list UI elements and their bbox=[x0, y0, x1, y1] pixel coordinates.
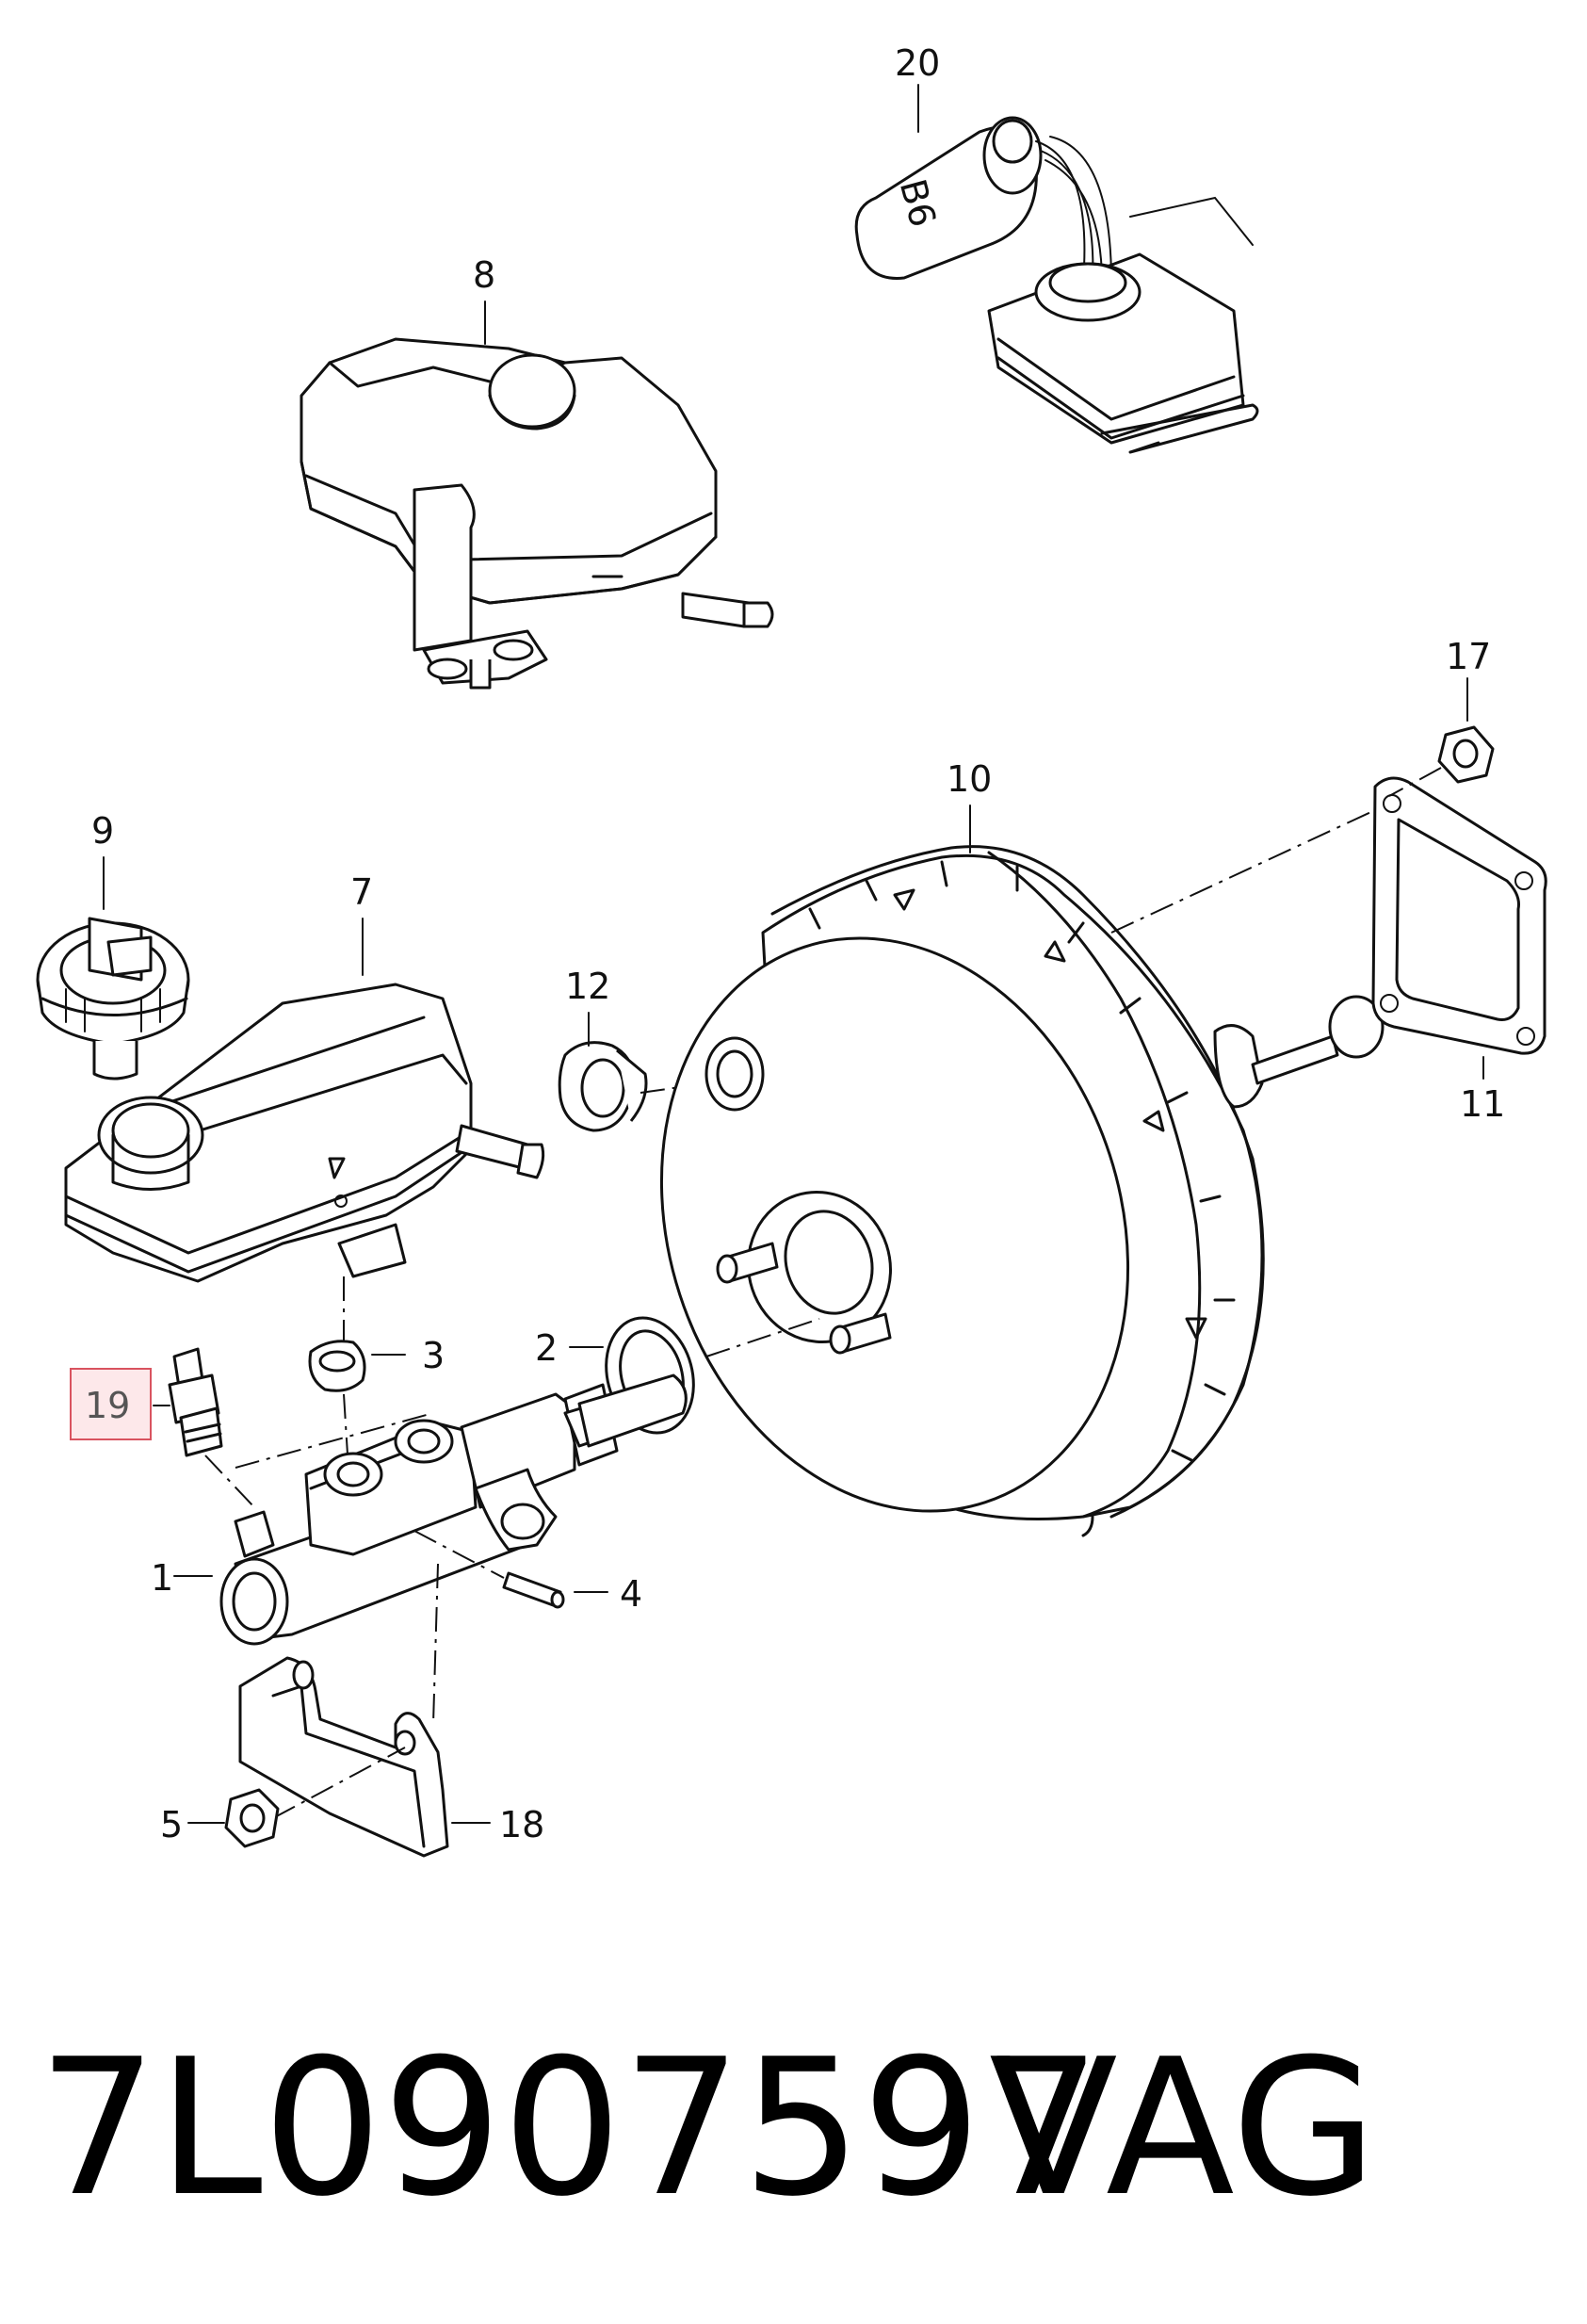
callout-3: 3 bbox=[371, 1335, 445, 1376]
callout-9-label: 9 bbox=[91, 810, 114, 852]
callout-10-label: 10 bbox=[947, 758, 992, 800]
callout-20: 20 bbox=[895, 42, 940, 133]
part-11-gasket bbox=[1110, 776, 1547, 1055]
part-3-seal bbox=[308, 1276, 366, 1471]
callout-4-label: 4 bbox=[620, 1573, 642, 1615]
callout-1: 1 bbox=[151, 1557, 213, 1599]
part-1-master-cylinder bbox=[219, 1318, 820, 1725]
part-20-sensor-connector: B6 bbox=[854, 116, 1259, 454]
footer: 7L0907597 VAG bbox=[38, 2016, 1545, 2261]
part-8-fluid-reservoir bbox=[300, 337, 774, 690]
callout-5: 5 bbox=[160, 1804, 225, 1845]
part-9-cap-with-level-sensor bbox=[36, 917, 190, 1081]
callout-7: 7 bbox=[350, 871, 373, 976]
callout-17-label: 17 bbox=[1446, 636, 1491, 677]
callout-19-label: 19 bbox=[85, 1385, 130, 1426]
part-7-brake-fluid-reservoir bbox=[64, 983, 545, 1283]
callout-3-label: 3 bbox=[422, 1335, 445, 1376]
callout-7-label: 7 bbox=[350, 871, 373, 913]
callout-20-label: 20 bbox=[895, 42, 940, 84]
callout-12-label: 12 bbox=[565, 966, 610, 1007]
callout-18: 18 bbox=[451, 1804, 544, 1845]
callout-2-label: 2 bbox=[535, 1327, 558, 1369]
callout-11-label: 11 bbox=[1460, 1083, 1505, 1125]
part-12-grommet bbox=[558, 1041, 707, 1132]
callout-5-label: 5 bbox=[160, 1804, 183, 1845]
callout-19-highlight-box bbox=[70, 1368, 152, 1440]
callout-2: 2 bbox=[535, 1327, 604, 1369]
part-18-bracket bbox=[238, 1656, 449, 1858]
callout-1-label: 1 bbox=[151, 1557, 173, 1599]
callout-10: 10 bbox=[947, 758, 992, 853]
callout-4: 4 bbox=[574, 1573, 642, 1615]
callout-8-label: 8 bbox=[473, 254, 495, 296]
callout-18-label: 18 bbox=[499, 1804, 544, 1845]
part-number: 7L0907597 bbox=[38, 2019, 1102, 2238]
callout-19-highlighted: 19 bbox=[70, 1368, 170, 1440]
part-17-nut bbox=[1388, 725, 1495, 797]
brand-name: VAG bbox=[989, 2019, 1378, 2238]
callout-8: 8 bbox=[473, 254, 495, 345]
callout-17: 17 bbox=[1446, 636, 1491, 722]
part-5-nut bbox=[224, 1788, 280, 1848]
callout-11: 11 bbox=[1460, 1056, 1505, 1125]
part-19-pressure-switch bbox=[168, 1347, 255, 1508]
callout-9: 9 bbox=[91, 810, 114, 910]
part-4-pin bbox=[413, 1530, 565, 1609]
part-10-brake-booster bbox=[659, 845, 1385, 1537]
callout-12: 12 bbox=[565, 966, 610, 1047]
